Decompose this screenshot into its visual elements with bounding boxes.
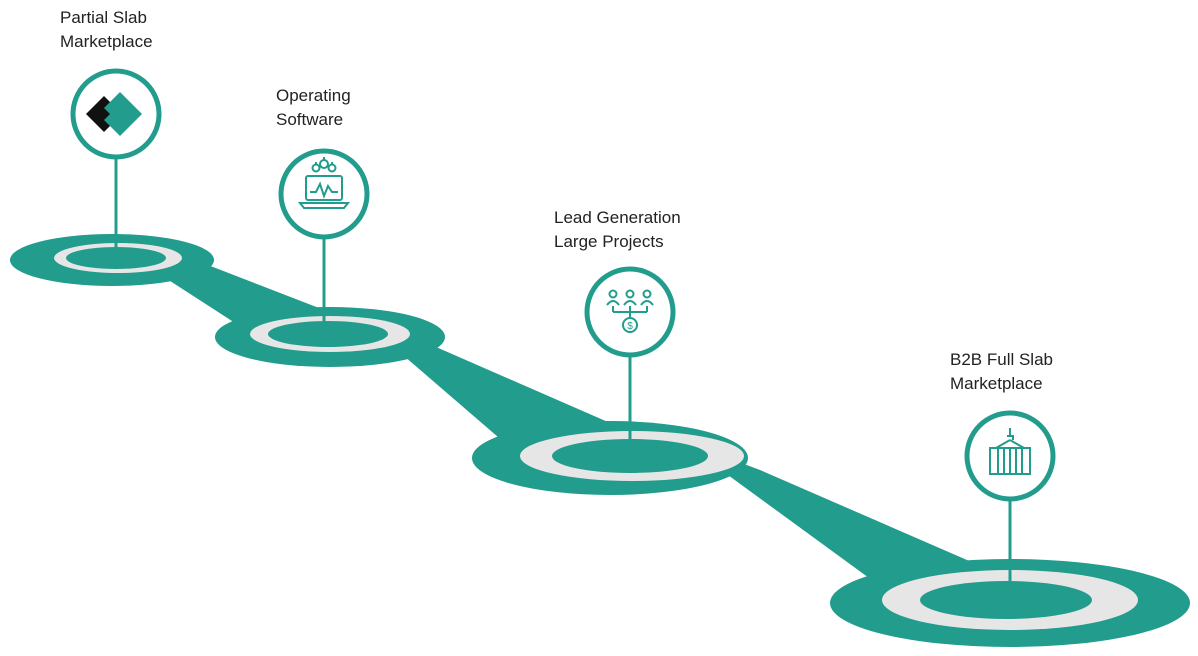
milestone-label-1: Partial Slab Marketplace xyxy=(60,6,153,54)
milestone-pin-2 xyxy=(278,148,370,240)
milestone-4-title-line-1: B2B Full Slab xyxy=(950,350,1053,369)
milestone-label-3: Lead Generation Large Projects xyxy=(554,206,681,254)
milestone-label-2: Operating Software xyxy=(276,84,351,132)
road-segment-2 xyxy=(360,318,640,456)
svg-text:$: $ xyxy=(627,321,633,332)
milestone-pin-3: $ xyxy=(584,266,676,358)
laptop-gears-icon xyxy=(297,157,351,209)
people-network-dollar-icon: $ xyxy=(606,289,654,333)
milestone-disc-3 xyxy=(472,421,748,495)
shipping-container-crane-icon xyxy=(989,428,1031,475)
milestone-stems xyxy=(114,158,1012,584)
milestone-label-4: B2B Full Slab Marketplace xyxy=(950,348,1053,396)
milestone-2-title-line-1: Operating xyxy=(276,86,351,105)
diamond-logo-icon xyxy=(86,92,142,136)
road-segment-3 xyxy=(680,440,990,586)
milestone-1-title-line-1: Partial Slab xyxy=(60,8,147,27)
milestone-2-title-line-2: Software xyxy=(276,110,344,129)
milestone-pin-1 xyxy=(70,68,162,160)
milestone-disc-4 xyxy=(830,559,1190,647)
milestone-disc-1 xyxy=(10,234,214,286)
milestone-3-title-line-1: Lead Generation xyxy=(554,208,681,227)
milestone-pin-4 xyxy=(964,410,1056,502)
milestone-3-title-line-2: Large Projects xyxy=(554,232,664,251)
milestone-4-title-line-2: Marketplace xyxy=(950,374,1043,393)
milestone-1-title-line-2: Marketplace xyxy=(60,32,153,51)
milestone-disc-2 xyxy=(215,307,445,367)
